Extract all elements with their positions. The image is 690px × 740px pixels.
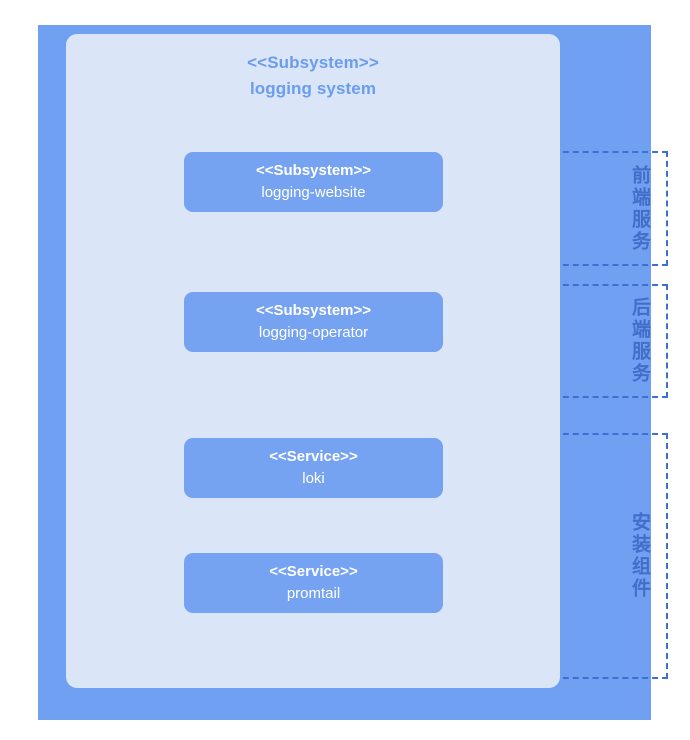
node-loki[interactable]: <<Service>> loki [184, 438, 443, 498]
node-label: logging-operator [258, 324, 369, 341]
node-logging-operator[interactable]: <<Subsystem>> logging-operator [184, 292, 443, 352]
swimlane-label-backend: 后端服务 [629, 297, 650, 385]
node-label: promtail [286, 585, 341, 602]
swimlane-label-frontend: 前端服务 [629, 164, 650, 253]
node-stereotype: <<Service>> [269, 563, 358, 580]
node-stereotype: <<Subsystem>> [255, 302, 372, 319]
node-stereotype: <<Subsystem>> [255, 162, 372, 179]
node-label: logging-website [261, 184, 366, 201]
swimlane-label-install: 安装组件 [629, 512, 650, 600]
node-label: loki [302, 470, 325, 487]
system-stereotype: <<Subsystem>> [247, 53, 379, 72]
node-logging-website[interactable]: <<Subsystem>> logging-website [184, 152, 443, 212]
system-name: logging system [249, 79, 377, 98]
node-stereotype: <<Service>> [269, 448, 358, 465]
node-promtail[interactable]: <<Service>> promtail [184, 553, 443, 613]
system-title: <<Subsystem>> logging system [66, 50, 560, 102]
